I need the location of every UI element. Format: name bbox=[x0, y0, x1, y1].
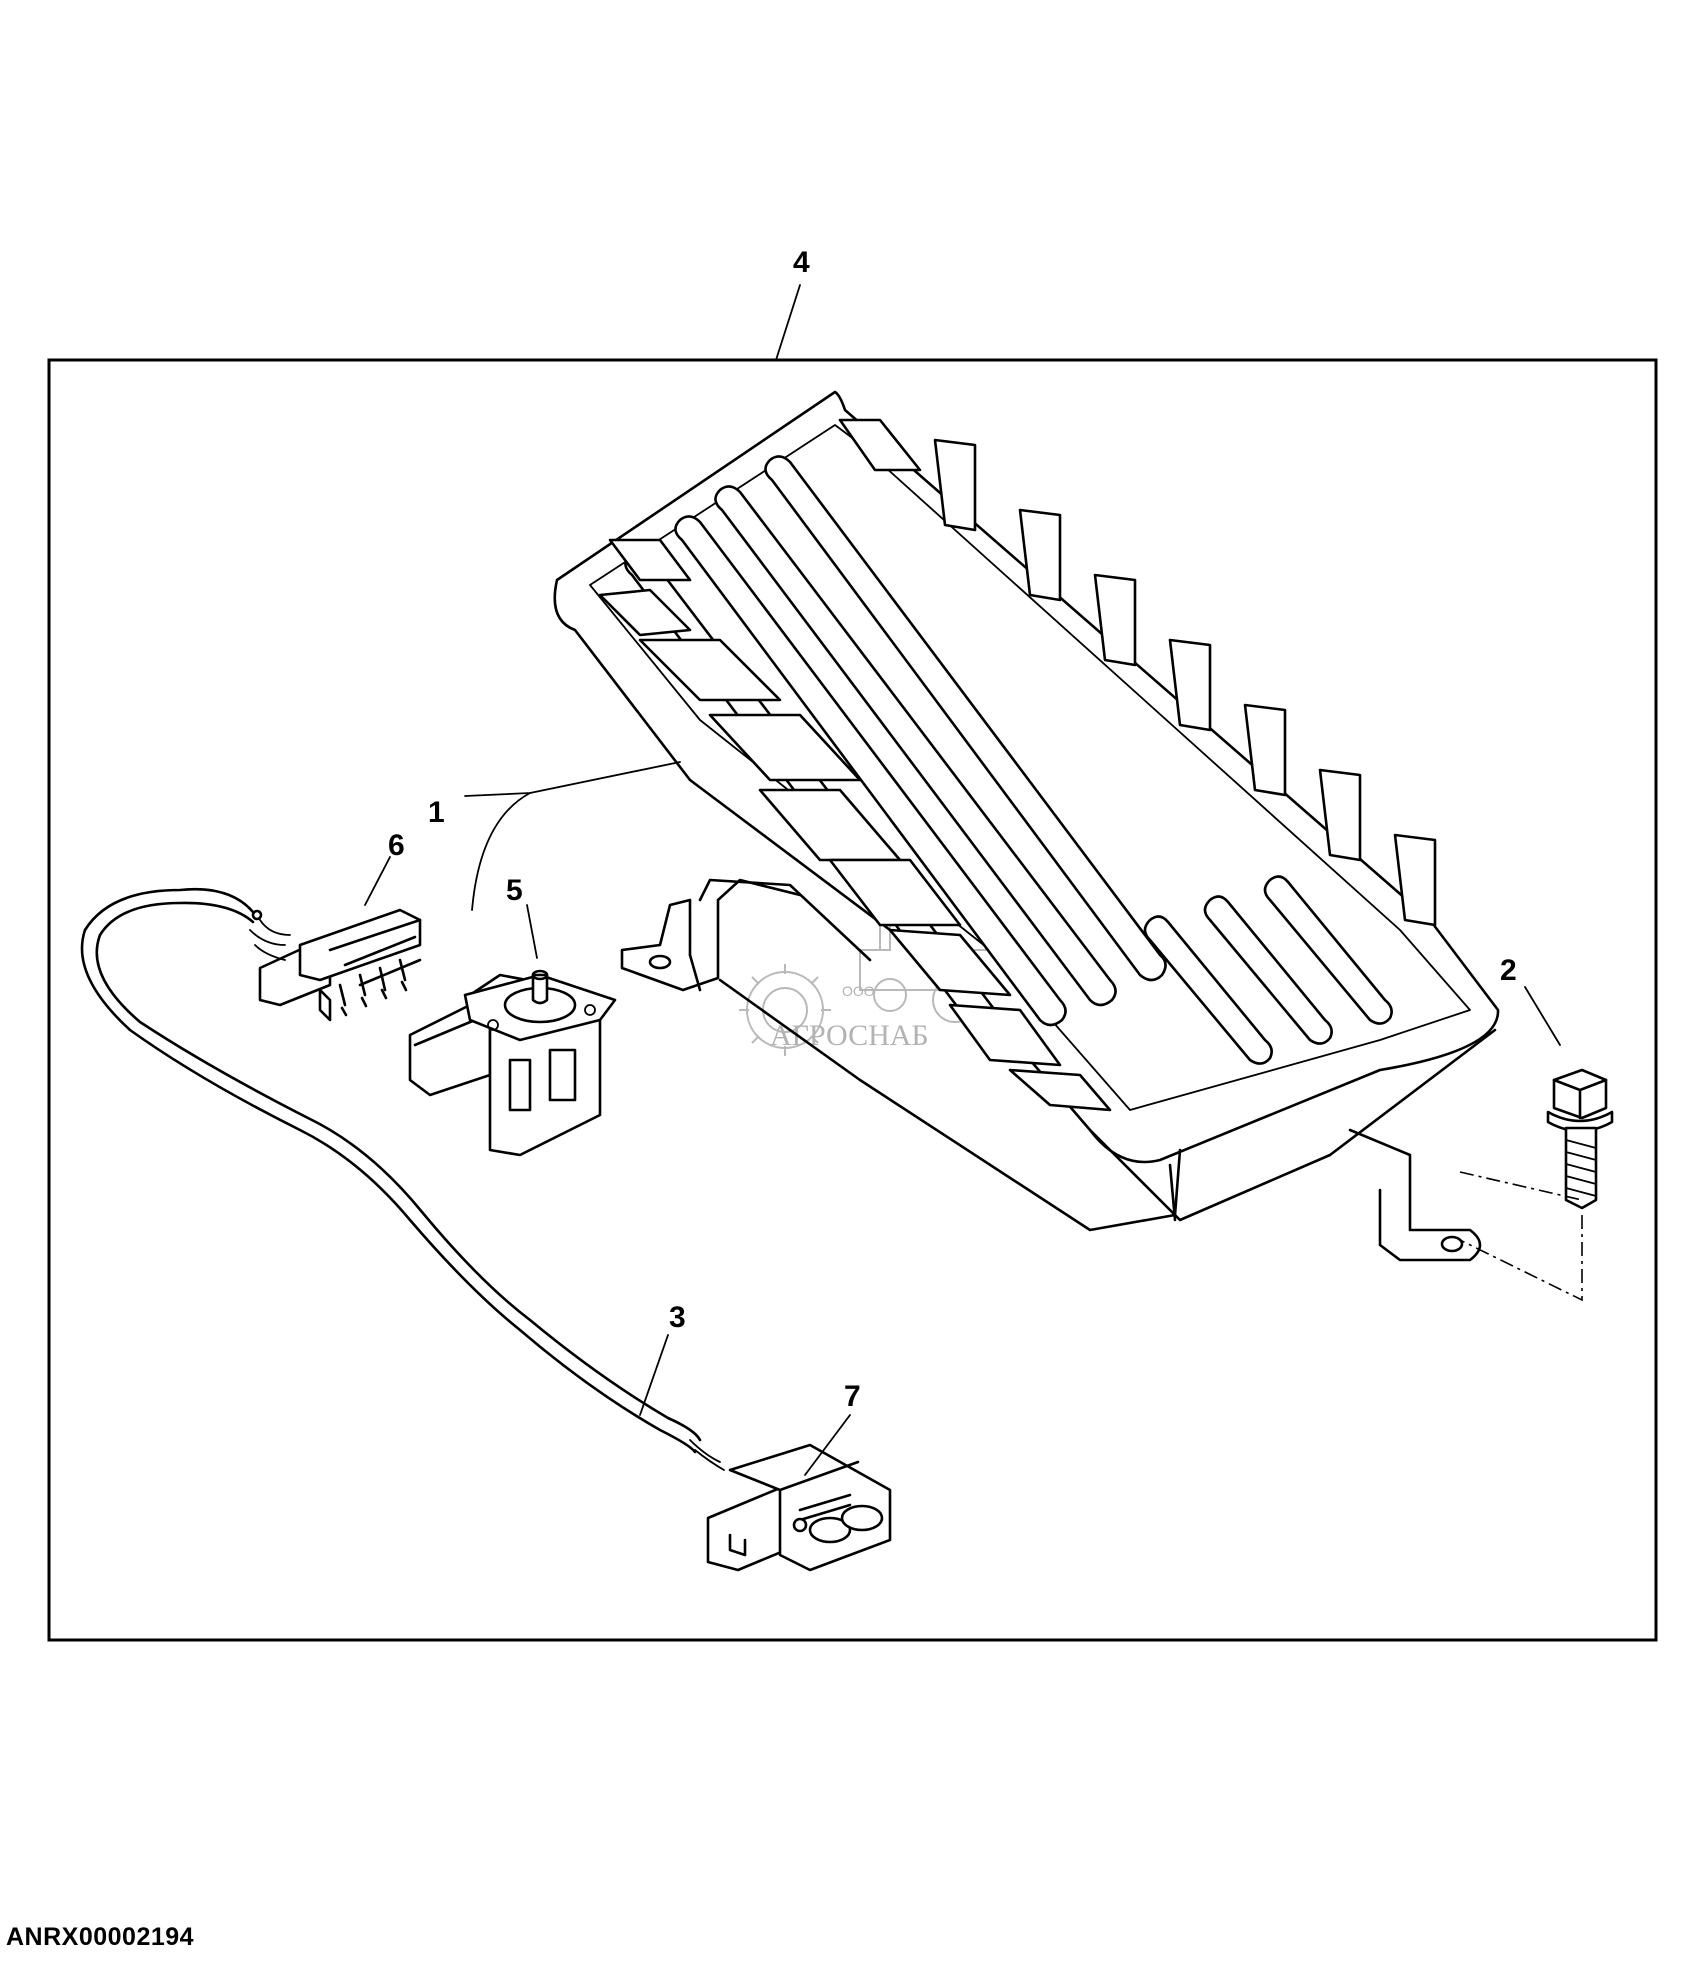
watermark-gear-icon bbox=[739, 964, 831, 1056]
watermark: ООО АГРОСНАБ bbox=[739, 919, 990, 1056]
position-sensor-icon bbox=[408, 969, 617, 1157]
watermark-brand-text: АГРОСНАБ bbox=[770, 1019, 929, 1052]
callout-4: 4 bbox=[793, 246, 810, 279]
plug-connector-icon bbox=[706, 1443, 892, 1572]
callout-7: 7 bbox=[844, 1380, 861, 1413]
multi-pin-connector-icon bbox=[249, 908, 422, 1022]
callout-1: 1 bbox=[428, 796, 445, 829]
bolt-icon bbox=[1459, 1068, 1614, 1302]
callout-5: 5 bbox=[506, 874, 523, 907]
callout-6: 6 bbox=[388, 829, 405, 862]
assembly-frame bbox=[47, 358, 1658, 1642]
wiring-harness-icon bbox=[80, 887, 725, 1471]
leader-lines bbox=[364, 284, 1561, 1476]
watermark-small-text: ООО bbox=[842, 983, 875, 999]
callout-3: 3 bbox=[669, 1301, 686, 1334]
pedal-icon bbox=[553, 390, 1500, 1262]
callout-2: 2 bbox=[1500, 954, 1517, 987]
figure-id: ANRX00002194 bbox=[6, 1923, 195, 1951]
